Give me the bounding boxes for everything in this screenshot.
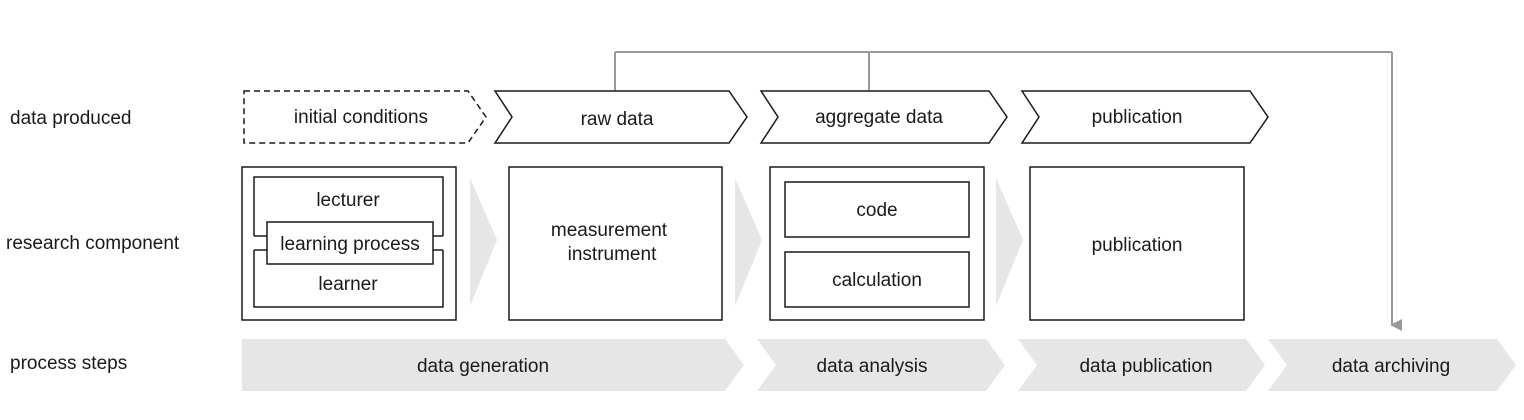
label-publication-data: publication — [1092, 107, 1183, 128]
process-steps-row: data generation data analysis data publi… — [242, 339, 1516, 391]
label-code: code — [856, 200, 897, 221]
component-learning-setting: lecturer learning process learner — [241, 166, 457, 321]
chevron-raw-data: raw data — [493, 90, 748, 144]
component-measurement-instrument: measurement instrument — [508, 166, 723, 321]
calculation-box — [784, 251, 970, 308]
label-publication-component: publication — [1092, 235, 1183, 256]
row-label-research-component: research component — [6, 233, 180, 254]
data-produced-row: initial conditions raw data aggregate da… — [243, 90, 1269, 144]
label-learning-process: learning process — [280, 234, 419, 255]
label-calculation: calculation — [832, 270, 922, 291]
lecturer-box — [253, 176, 444, 236]
label-data-archiving: data archiving — [1332, 356, 1450, 377]
row-label-data-produced: data produced — [10, 108, 132, 129]
label-instrument: instrument — [568, 244, 657, 265]
label-lecturer: lecturer — [316, 190, 380, 211]
code-box — [784, 181, 970, 238]
research-component-row: lecturer learning process learner measur… — [241, 166, 1245, 321]
step-data-analysis: data analysis — [757, 339, 1005, 391]
connector-arrow-1 — [470, 178, 497, 306]
label-learner: learner — [318, 274, 378, 295]
step-data-archiving: data archiving — [1268, 339, 1516, 391]
chevron-aggregate-data: aggregate data — [759, 90, 1008, 144]
label-data-analysis: data analysis — [817, 356, 928, 377]
label-raw-data: raw data — [581, 109, 654, 130]
component-publication: publication — [1029, 166, 1245, 321]
label-data-generation: data generation — [417, 356, 549, 377]
connector-arrow-2 — [735, 178, 762, 306]
label-aggregate-data: aggregate data — [815, 107, 943, 128]
connector-arrow-3 — [996, 178, 1023, 306]
label-initial-conditions: initial conditions — [294, 107, 428, 128]
component-analysis: code calculation — [769, 166, 985, 321]
publication-box — [1029, 166, 1245, 321]
row-label-process-steps: process steps — [10, 353, 127, 374]
label-measurement: measurement — [551, 220, 668, 241]
step-data-generation: data generation — [242, 339, 744, 391]
label-data-publication: data publication — [1079, 356, 1212, 377]
learning-process-box — [266, 221, 434, 265]
chevron-initial-conditions: initial conditions — [243, 90, 487, 144]
chevron-publication: publication — [1020, 90, 1269, 144]
learner-box — [253, 250, 444, 308]
step-data-publication: data publication — [1018, 339, 1265, 391]
measurement-instrument-box — [508, 166, 723, 321]
archiving-connector — [614, 51, 1402, 331]
